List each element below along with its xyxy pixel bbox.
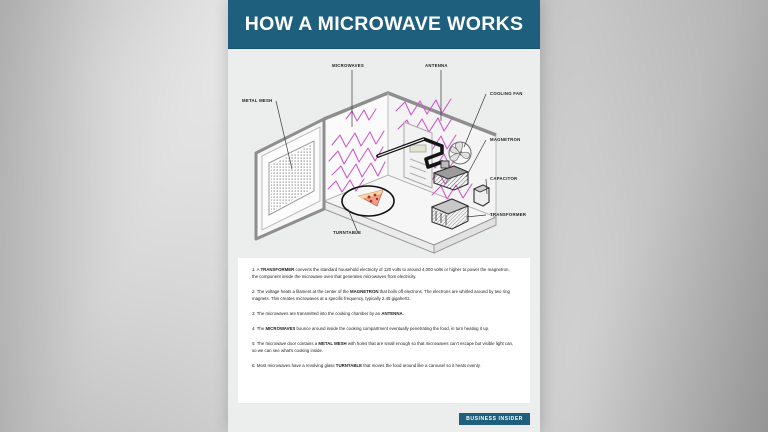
microwave-diagram: MICROWAVES ANTENNA COOLING FAN MAGNETRON… bbox=[228, 49, 540, 257]
step-term: TRANSFORMER bbox=[260, 267, 295, 272]
diagram-label-capacitor: CAPACITOR bbox=[490, 176, 518, 181]
diagram-label-cooling-fan: COOLING FAN bbox=[490, 91, 523, 96]
diagram-label-microwaves: MICROWAVES bbox=[332, 63, 365, 68]
infographic-poster: HOW A MICROWAVE WORKS bbox=[228, 0, 540, 432]
step-term: MICROWAVES bbox=[265, 326, 296, 332]
step-number: 6. bbox=[252, 363, 256, 369]
step-paragraph: 5. The microwave door contains a METAL M… bbox=[252, 340, 516, 354]
step-term: ANTENNA bbox=[381, 311, 403, 317]
step-rest: that boils off electrons. The electrons … bbox=[252, 289, 510, 302]
step-paragraph: 6. Most microwaves have a revolving glas… bbox=[252, 362, 516, 369]
step-number: 1. bbox=[252, 267, 256, 272]
antenna-waveguide bbox=[376, 137, 444, 169]
explanation-text-panel: 1. A TRANSFORMER converts the standard h… bbox=[238, 258, 530, 403]
step-lead: The voltage heats a filament at the cent… bbox=[256, 289, 350, 295]
step-rest: that moves the food around like a carous… bbox=[362, 363, 481, 369]
turntable-with-food bbox=[341, 185, 395, 217]
step-lead: The microwaves are transmitted into the … bbox=[256, 311, 382, 317]
diagram-label-antenna: ANTENNA bbox=[425, 63, 448, 68]
step-rest: converts the standard household electric… bbox=[252, 267, 510, 280]
capacitor-component bbox=[472, 184, 491, 207]
diagram-label-metal-mesh: METAL MESH bbox=[242, 98, 273, 103]
step-lead: A bbox=[256, 267, 261, 272]
diagram-label-transformer: TRANSFORMER bbox=[490, 212, 527, 217]
step-rest: . bbox=[402, 311, 404, 317]
transformer-component bbox=[430, 198, 470, 230]
leader-lines bbox=[275, 70, 488, 234]
step-number: 4. bbox=[252, 326, 256, 332]
diagram-label-turntable: TURNTABLE bbox=[333, 230, 362, 235]
step-term: TURNTABLE bbox=[335, 363, 363, 369]
diagram-label-magnetron: MAGNETRON bbox=[490, 137, 521, 142]
step-paragraph: 3. The microwaves are transmitted into t… bbox=[252, 310, 516, 317]
step-lead: The bbox=[256, 326, 266, 332]
page-title: HOW A MICROWAVE WORKS bbox=[244, 12, 524, 35]
step-number: 3. bbox=[252, 311, 256, 317]
poster-header: HOW A MICROWAVE WORKS bbox=[228, 0, 540, 49]
business-insider-logo: BUSINESS INSIDER bbox=[459, 413, 530, 425]
metal-mesh-window bbox=[268, 140, 315, 216]
step-paragraph: 4. The MICROWAVES bounce around inside t… bbox=[252, 325, 516, 332]
cooling-fan bbox=[448, 141, 472, 165]
step-paragraph: 1. A TRANSFORMER converts the standard h… bbox=[252, 266, 516, 280]
oven-door bbox=[254, 117, 326, 241]
microwave-cutaway-illustration bbox=[254, 70, 498, 254]
step-number: 5. bbox=[252, 341, 256, 347]
step-number: 2. bbox=[252, 289, 256, 295]
step-rest: bounce around inside the cooking compart… bbox=[295, 326, 490, 332]
step-rest: with holes that are small enough so that… bbox=[252, 341, 514, 354]
step-lead: The microwave door contains a bbox=[256, 341, 319, 347]
poster-footer: BUSINESS INSIDER bbox=[228, 403, 540, 432]
magnetron-component bbox=[432, 160, 470, 191]
step-lead: Most microwaves have a revolving glass bbox=[256, 363, 336, 369]
interior-panel bbox=[403, 121, 433, 189]
step-term: METAL MESH bbox=[318, 341, 347, 347]
step-paragraph: 2. The voltage heats a filament at the c… bbox=[252, 288, 516, 302]
step-term: MAGNETRON bbox=[349, 289, 379, 295]
